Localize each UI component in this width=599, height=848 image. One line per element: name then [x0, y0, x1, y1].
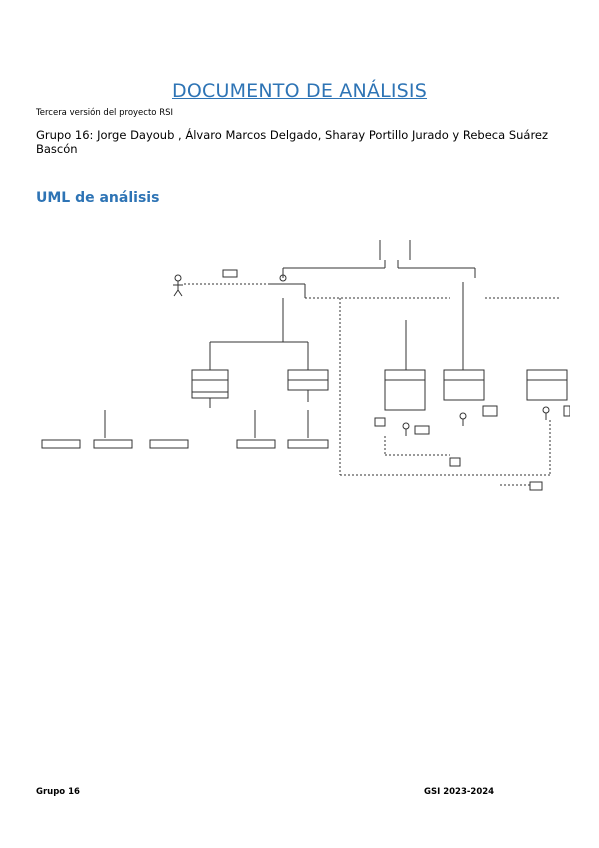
- document-title: DOCUMENTO DE ANÁLISIS: [172, 80, 427, 102]
- footer-right: GSI 2023-2024: [424, 787, 495, 797]
- uml-analysis-diagram: [41, 240, 570, 491]
- document-subtitle: Tercera versión del proyecto RSI: [36, 108, 173, 118]
- uml-control-center: [268, 274, 306, 298]
- document-authors: Grupo 16: Jorge Dayoub , Álvaro Marcos D…: [36, 128, 549, 156]
- footer-left: Grupo 16: [36, 787, 80, 797]
- uml-actor-left: [173, 274, 183, 297]
- section-heading: UML de análisis: [36, 190, 160, 206]
- uml-root-class: [379, 240, 411, 260]
